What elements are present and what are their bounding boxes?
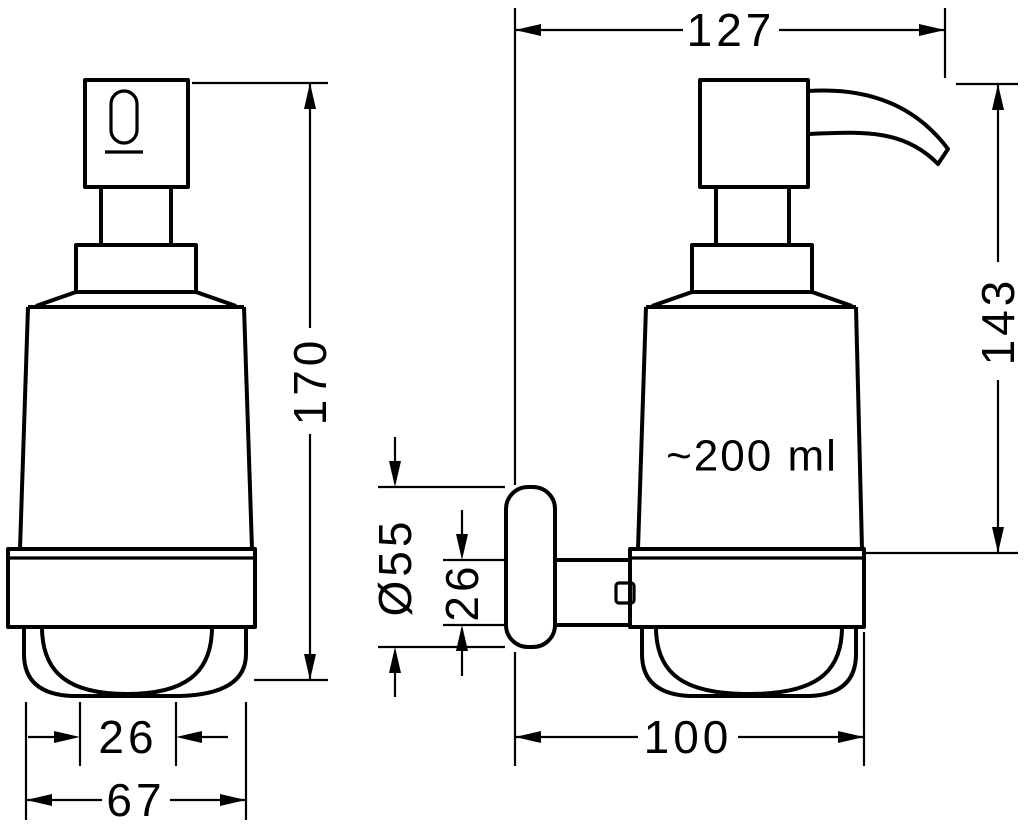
base-inner-width-label: 26	[98, 711, 157, 763]
arrowhead	[992, 527, 1004, 553]
dimension-depth: 100	[513, 632, 866, 766]
dimension-overall-width: 127	[513, 4, 947, 485]
side-shoulder-right	[811, 290, 853, 308]
arrowhead	[389, 461, 401, 487]
dimension-front-height: 170	[192, 81, 336, 682]
overall-width-label: 127	[687, 4, 776, 56]
arrowhead	[919, 24, 945, 36]
arrowhead	[389, 647, 401, 673]
front-bottle-left	[18, 306, 30, 550]
side-pump-spout	[806, 88, 950, 166]
front-pump-slot	[109, 89, 139, 145]
volume-label: ~200 ml	[666, 432, 838, 481]
arrowhead	[992, 84, 1004, 110]
depth-label: 100	[644, 711, 733, 763]
side-view: ~200 ml	[504, 78, 950, 698]
arrowhead	[456, 534, 468, 560]
front-pump-collar	[74, 243, 198, 294]
side-wall-rosette	[504, 485, 557, 649]
side-pump-head	[698, 78, 810, 189]
arrowhead	[515, 731, 541, 743]
front-shoulder-left	[35, 290, 77, 308]
arrowhead	[304, 654, 316, 680]
front-shoulder-right	[195, 290, 237, 308]
front-view	[6, 78, 257, 698]
dimension-side-height: 143	[866, 82, 1024, 555]
arm-thickness-label: 26	[436, 562, 488, 621]
side-holder-ring	[628, 547, 866, 629]
dimension-arm-thickness: 26	[436, 510, 504, 676]
arrowhead	[176, 731, 202, 743]
arrowhead	[456, 625, 468, 651]
front-holder-ring	[6, 547, 257, 629]
front-pump-neck	[99, 185, 173, 247]
side-bottle-bottom-inner	[654, 626, 844, 696]
side-bottle-left	[636, 306, 648, 550]
dimension-base-width: 67	[24, 702, 248, 826]
side-pump-collar	[690, 243, 814, 294]
side-arm-screw-detail	[614, 581, 636, 605]
side-bottle-right	[854, 306, 864, 550]
arrowhead	[220, 794, 246, 806]
arrowhead	[515, 24, 541, 36]
dimension-rosette-diameter: Ø55	[369, 437, 505, 697]
arrowhead	[26, 794, 52, 806]
front-bottle-right	[242, 306, 254, 550]
rosette-diameter-label: Ø55	[369, 518, 421, 617]
dimensions: 170 26 67	[24, 4, 1024, 826]
arrowhead	[838, 731, 864, 743]
side-bottle-bottom	[640, 627, 858, 698]
side-shoulder-left	[651, 290, 693, 308]
dimension-base-inner-width: 26	[28, 702, 228, 766]
side-height-label: 143	[972, 277, 1024, 366]
base-width-label: 67	[106, 774, 165, 826]
arrowhead	[54, 731, 80, 743]
front-height-label: 170	[284, 337, 336, 426]
side-pump-neck	[714, 185, 791, 247]
front-bottle-bottom	[22, 627, 248, 698]
front-bottle-bottom-inner	[40, 626, 214, 696]
arrowhead	[304, 83, 316, 109]
